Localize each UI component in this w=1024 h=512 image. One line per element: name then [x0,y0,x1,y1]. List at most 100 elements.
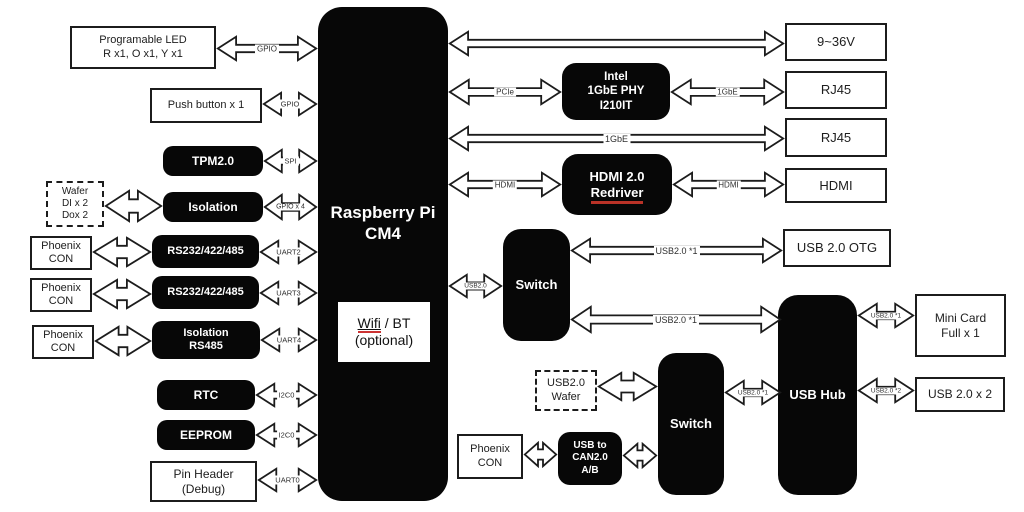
node-rj45-1: RJ45 [785,71,887,109]
arrow-connector [104,189,163,223]
node-switch-1-line: Switch [515,277,558,293]
underlined-word: Wifi [357,314,381,333]
node-rs232-422-485-1: RS232/422/485 [152,235,259,268]
node-power-9-36v-line: 9~36V [817,34,855,50]
node-power-9-36v: 9~36V [785,23,887,61]
node-wifi-bt-line: (optional) [354,332,414,348]
node-usb-to-can20-line: A/B [581,464,599,476]
arrow-usb2-0-1: USB2.0 *1 [857,302,915,329]
node-usb20-wafer-line: Wafer [551,390,581,403]
arrow-connector [622,442,658,469]
node-intel-1gbe-phy-line: I210IT [599,99,633,112]
node-pin-header-debug-text: Pin Header(Debug) [152,467,255,496]
node-cm4-line: Raspberry Pi [330,203,436,222]
node-phoenix-con-1-line: Phoenix [41,239,81,252]
arrow-label: USB2.0 *1 [868,312,904,319]
node-usb-20-otg: USB 2.0 OTG [783,229,891,267]
arrow-label: UART3 [274,288,303,298]
arrow-label: UART4 [274,335,304,345]
arrow-connector [523,441,558,468]
arrow-connector [597,371,658,402]
node-tpm20-text: TPM2.0 [163,154,263,169]
arrow-label: GPIO [254,44,280,53]
arrow-gpio: GPIO [262,91,318,117]
arrow-i2c0: I2C0 [255,422,318,448]
node-wafer-di-line: Wafer [61,185,89,197]
node-programmable-led-line: Programable LED [99,34,187,47]
double-arrow-icon [597,371,658,402]
node-mini-card-line: Full x 1 [941,325,980,340]
double-arrow-icon [92,278,152,310]
arrow-connector [94,325,152,357]
node-rj45-1-text: RJ45 [787,82,885,98]
double-arrow-icon [92,236,152,268]
arrow-hdmi: HDMI [672,171,785,198]
arrow-label: UART0 [273,475,302,485]
node-push-button: Push button x 1 [150,88,262,123]
node-isolation-line: Isolation [188,199,238,214]
node-phoenix-con-1-line: CON [48,253,74,265]
node-hdmi-port: HDMI [785,168,887,203]
arrow-label: HDMI [716,180,741,189]
node-rs232-422-485-2: RS232/422/485 [152,276,259,309]
arrow-connector [448,30,785,57]
node-push-button-text: Push button x 1 [152,99,260,112]
arrow-usb2-0-1: USB2.0 *1 [570,305,782,334]
arrow-label: USB2.0 *2 [868,387,904,394]
node-phoenix-con-3-line: CON [50,342,76,354]
node-isolation-rs485-line: RS485 [189,340,223,352]
node-tpm20-line: TPM2.0 [191,153,234,168]
node-usb-to-can20-line: USB to [573,440,607,452]
arrow-uart0: UART0 [257,467,318,493]
node-phoenix-con-4-line: CON [477,456,503,469]
arrow-pcie: PCIe [448,78,562,106]
node-intel-1gbe-phy-line: Intel [604,71,628,84]
node-cm4-line: CM4 [365,223,401,243]
node-switch-2: Switch [658,353,724,495]
node-hdmi-redriver-line: HDMI 2.0 [589,168,645,184]
arrow-usb2-0-1: USB2.0 *1 [724,379,782,406]
node-usb-hub-text: USB Hub [778,387,857,403]
node-rs232-422-485-2-text: RS232/422/485 [152,286,259,299]
node-pin-header-debug-line: Pin Header [173,466,234,481]
node-phoenix-con-2-line: Phoenix [41,281,81,294]
node-wifi-bt: Wifi / BT(optional) [338,302,430,362]
node-wifi-bt-line: Wifi / BT [357,314,411,333]
node-rj45-2-text: RJ45 [787,130,885,146]
node-usb-20-x2-text: USB 2.0 x 2 [917,387,1003,402]
arrow-connector [92,236,152,268]
arrow-label: 1GbE [715,87,740,97]
node-rj45-2: RJ45 [785,118,887,157]
node-eeprom-line: EEPROM [179,427,232,442]
arrow-usb2-0-1: USB2.0 *1 [570,237,783,264]
double-arrow-icon [104,189,163,223]
node-usb-20-x2-line: USB 2.0 x 2 [927,387,993,402]
arrow-label: SPI [282,156,299,166]
node-switch-1-text: Switch [503,277,570,293]
arrow-usb2-0: USB2.0 [448,273,503,299]
node-power-9-36v-text: 9~36V [787,34,885,50]
node-phoenix-con-4-line: Phoenix [470,443,510,456]
arrow-label: HDMI [492,180,518,189]
arrow-uart2: UART2 [259,239,318,265]
arrow-label: UART2 [274,247,303,257]
node-eeprom: EEPROM [157,420,255,450]
node-rtc-line: RTC [193,387,219,402]
arrow-label: GPIO [278,99,302,109]
